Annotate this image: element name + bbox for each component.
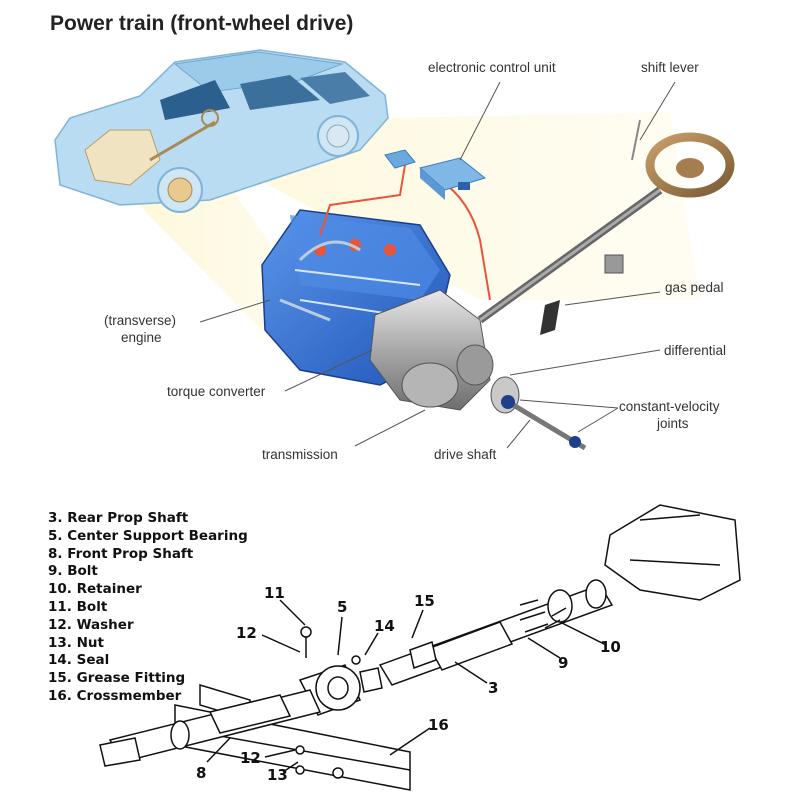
legend-label: Rear Prop Shaft (67, 510, 189, 526)
callout-arrows (206, 599, 607, 773)
label-ecu: electronic control unit (428, 60, 556, 75)
callout-8: 8 (196, 764, 206, 782)
label-transmission: transmission (262, 447, 338, 462)
transmission-housing (369, 289, 520, 414)
callout-13: 13 (267, 766, 288, 784)
legend-item: 14. Seal (48, 652, 248, 670)
legend-label: Front Prop Shaft (67, 545, 194, 562)
legend-number: 16. (48, 687, 72, 704)
label-cv-line2: joints (656, 416, 689, 431)
legend-number: 15. (48, 670, 72, 687)
cv-joint-outer (569, 436, 581, 448)
legend-label: Nut (76, 634, 104, 651)
label-cv-line1: constant-velocity (619, 399, 720, 414)
legend-item: 13. Nut (48, 635, 248, 653)
legend-label: Bolt (76, 598, 108, 615)
legend-label: Crossmember (76, 687, 182, 704)
label-engine-line1: (transverse) (104, 313, 176, 328)
callout-5: 5 (337, 598, 347, 616)
prop-shaft-diagram (99, 504, 741, 791)
legend-item: 5. Center Support Bearing (48, 528, 248, 546)
ecu-box (384, 149, 487, 200)
label-gas-pedal: gas pedal (665, 280, 724, 295)
label-engine-line2: engine (121, 330, 162, 345)
legend-item: 16. Crossmember (48, 688, 248, 706)
legend-item: 10. Retainer (48, 581, 248, 599)
steering-assembly (477, 119, 735, 335)
callout-11: 11 (264, 584, 285, 602)
cv-joint-inner (501, 395, 515, 409)
legend-item: 15. Grease Fitting (48, 670, 248, 688)
legend-number: 11. (48, 598, 72, 615)
legend-number: 5. (48, 527, 63, 544)
callout-16: 16 (428, 716, 449, 734)
label-drive-shaft: drive shaft (434, 447, 497, 462)
legend-number: 14. (48, 652, 72, 669)
legend-item: 12. Washer (48, 617, 248, 635)
legend-number: 10. (48, 581, 72, 598)
callout-14: 14 (374, 617, 395, 635)
legend-number: 3. (48, 510, 63, 526)
label-torque-converter: torque converter (167, 384, 266, 399)
legend-number: 9. (48, 563, 63, 580)
legend-label: Bolt (67, 563, 98, 580)
callout-15: 15 (414, 592, 435, 610)
legend-item: 8. Front Prop Shaft (48, 546, 248, 564)
label-differential: differential (664, 343, 726, 358)
top-leader-lines (199, 81, 676, 449)
legend-label: Center Support Bearing (67, 527, 248, 544)
car-outline (54, 49, 389, 213)
callout-12-upper: 12 (236, 624, 257, 642)
callout-3: 3 (488, 679, 498, 697)
legend-item: 3. Rear Prop Shaft (48, 510, 248, 528)
callout-10: 10 (600, 638, 621, 656)
legend-label: Washer (76, 616, 134, 633)
callout-12-lower: 12 (240, 749, 261, 767)
legend-label: Grease Fitting (76, 670, 186, 687)
legend-item: 11. Bolt (48, 599, 248, 617)
legend-number: 8. (48, 545, 63, 562)
legend-number: 12. (48, 616, 72, 633)
legend-label: Seal (76, 652, 110, 669)
legend-item: 9. Bolt (48, 563, 248, 581)
callout-9: 9 (558, 654, 568, 672)
legend-number: 13. (48, 634, 72, 651)
diagram-title: Power train (front-wheel drive) (50, 12, 354, 35)
legend-label: Retainer (76, 581, 142, 598)
label-shift-lever: shift lever (641, 60, 699, 75)
